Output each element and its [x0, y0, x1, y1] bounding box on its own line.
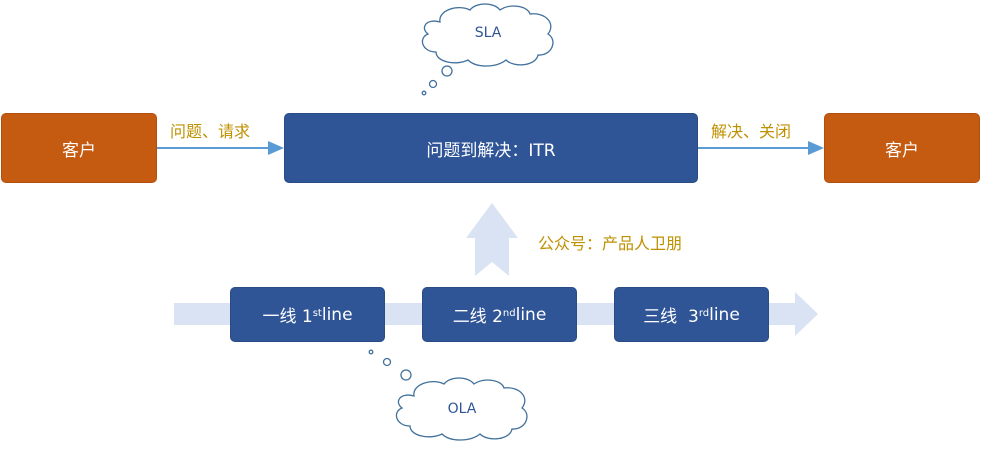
customer-right-node: 客户 — [824, 113, 980, 183]
ola-bubble-medium — [382, 357, 392, 367]
request-label: 问题、请求 — [170, 122, 251, 141]
close-arrow-head — [808, 141, 824, 155]
sla-bubble-small — [421, 90, 427, 96]
first-line-suffix: line — [321, 304, 353, 325]
customer-left-node: 客户 — [1, 113, 157, 183]
close-label: 解决、关闭 — [711, 122, 792, 141]
second-line-prefix: 二线 2 — [452, 307, 503, 327]
request-arrow-head — [268, 141, 284, 155]
itr-node: 问题到解决：ITR — [284, 113, 698, 183]
first-line-prefix: 一线 1 — [262, 307, 313, 327]
sla-cloud-icon — [421, 3, 554, 67]
sla-bubble-medium — [428, 79, 438, 89]
ola-cloud-icon — [395, 377, 528, 441]
third-line-suffix: line — [709, 304, 740, 325]
light-up-arrow — [466, 203, 518, 276]
ola-bubble-large — [400, 369, 412, 381]
sla-bubble-large — [441, 65, 453, 77]
third-line-prefix: 三线 3 — [643, 307, 699, 327]
watermark-label: 公众号：产品人卫朋 — [538, 234, 683, 253]
ola-bubble-small — [368, 349, 374, 355]
ola-label: OLA — [447, 401, 477, 417]
second-line-suffix: line — [515, 304, 547, 325]
sla-label: SLA — [474, 25, 502, 41]
